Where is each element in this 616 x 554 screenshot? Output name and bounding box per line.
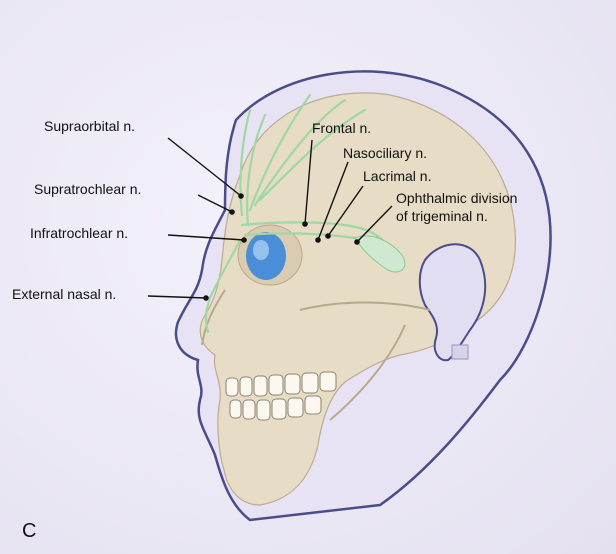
- label-supraorbital: Supraorbital n.: [44, 118, 135, 134]
- label-ophthalmic-line1: Ophthalmic division: [396, 190, 517, 206]
- scale-emblem: [452, 345, 468, 359]
- label-external-nasal: External nasal n.: [12, 286, 116, 302]
- label-ophthalmic-line2: of trigeminal n.: [396, 208, 488, 224]
- label-nasociliary: Nasociliary n.: [343, 145, 427, 161]
- panel-letter: C: [22, 520, 36, 543]
- label-infratrochlear: Infratrochlear n.: [30, 225, 128, 241]
- label-supratrochlear: Supratrochlear n.: [34, 181, 141, 197]
- label-lacrimal: Lacrimal n.: [363, 168, 431, 184]
- label-frontal: Frontal n.: [312, 120, 371, 136]
